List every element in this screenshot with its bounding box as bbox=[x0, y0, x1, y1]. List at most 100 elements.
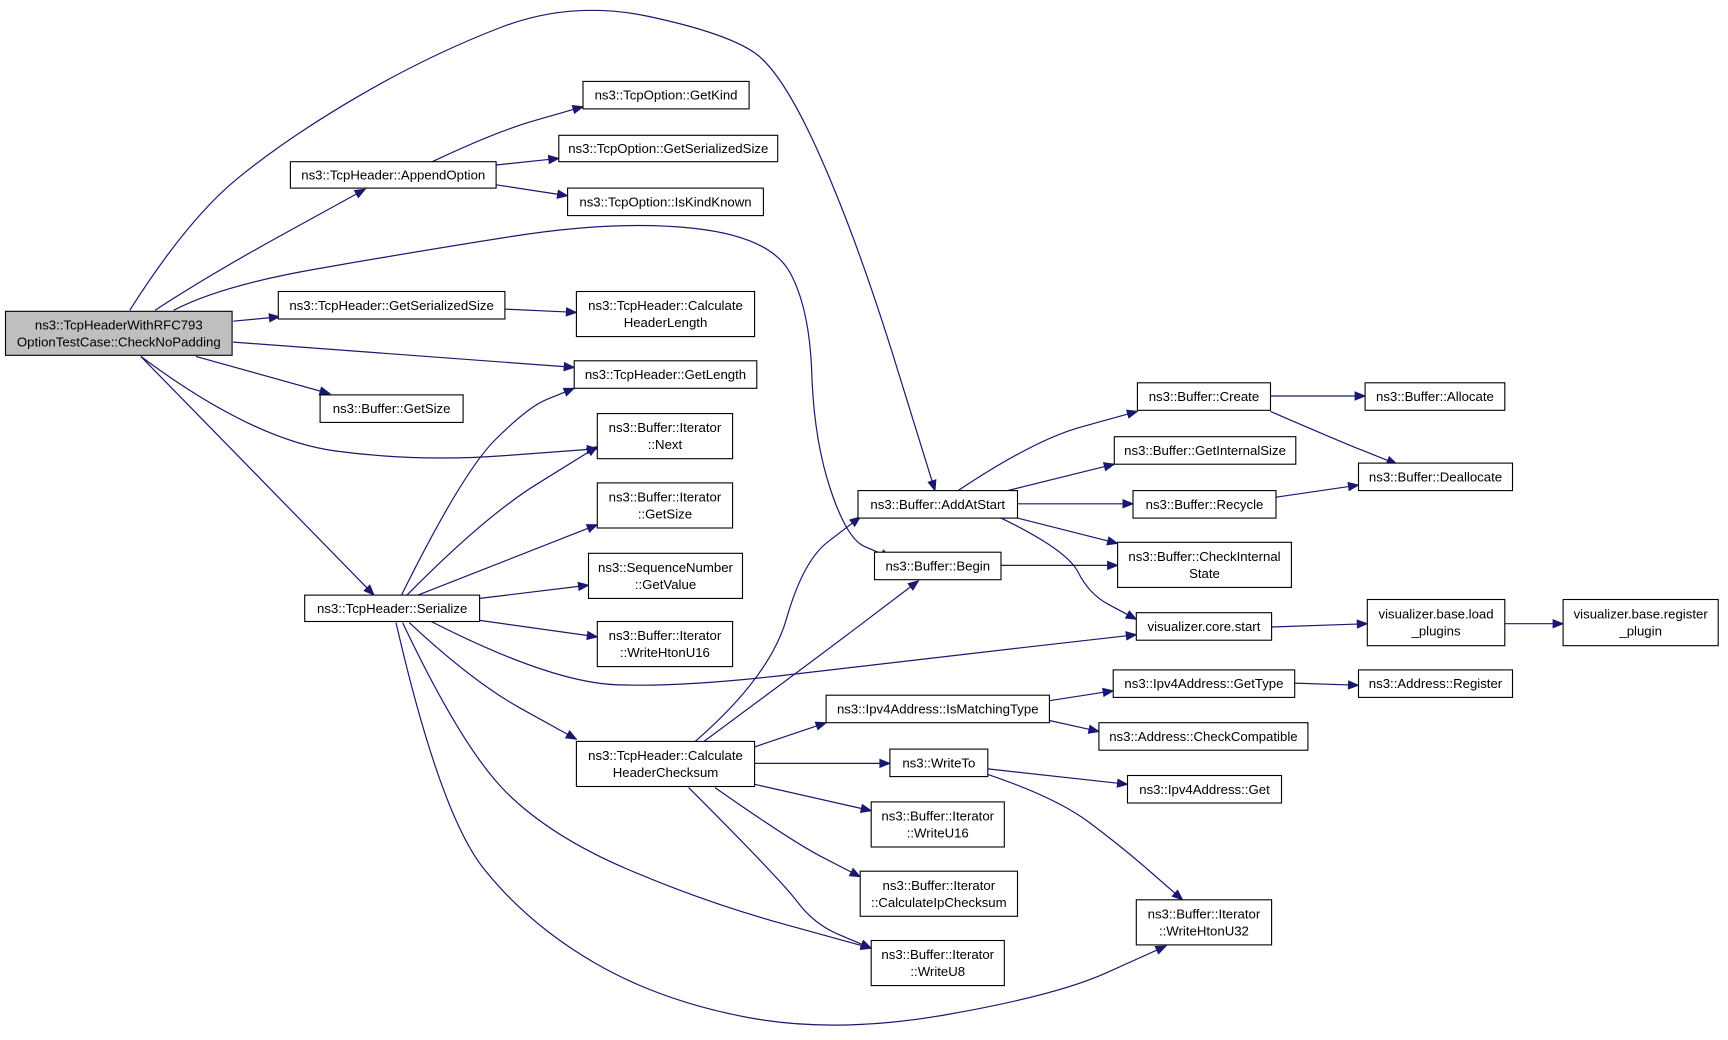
node-writeHtonU32[interactable]: ns3::Buffer::Iterator::WriteHtonU32 bbox=[1135, 899, 1273, 946]
node-isMatchingType[interactable]: ns3::Ipv4Address::IsMatchingType bbox=[825, 694, 1050, 724]
edge-calcHeaderChecksum-to-writeU16 bbox=[754, 783, 873, 814]
arrowhead-icon bbox=[1154, 945, 1168, 955]
edge-coreStart-to-loadPlugins bbox=[1271, 619, 1369, 629]
arrowhead-icon bbox=[268, 313, 281, 323]
node-coreStart[interactable]: visualizer.core.start bbox=[1135, 612, 1273, 641]
node-label: ns3::Buffer::Iterator bbox=[609, 420, 722, 435]
node-box bbox=[859, 870, 1019, 917]
node-label: ns3::Ipv4Address::IsMatchingType bbox=[837, 701, 1039, 716]
node-box bbox=[582, 80, 750, 110]
node-label: ::WriteU16 bbox=[907, 825, 969, 840]
node-box bbox=[567, 187, 764, 217]
node-writeHtonU16[interactable]: ns3::Buffer::Iterator::WriteHtonU16 bbox=[596, 620, 734, 668]
node-writeU8[interactable]: ns3::Buffer::Iterator::WriteU8 bbox=[870, 939, 1005, 987]
node-label: ns3::SequenceNumber bbox=[598, 560, 733, 575]
node-ipv4Get[interactable]: ns3::Ipv4Address::Get bbox=[1126, 774, 1283, 804]
node-begin[interactable]: ns3::Buffer::Begin bbox=[873, 551, 1002, 581]
node-addAtStart[interactable]: ns3::Buffer::AddAtStart bbox=[857, 490, 1019, 519]
edge-root-to-serialize bbox=[140, 355, 375, 597]
node-label: ns3::Buffer::Iterator bbox=[881, 947, 994, 962]
node-addrRegister[interactable]: ns3::Address::Register bbox=[1357, 669, 1514, 698]
edge-appendOption-to-isKindKnown bbox=[496, 184, 569, 199]
node-calcIpChecksum[interactable]: ns3::Buffer::Iterator::CalculateIpChecks… bbox=[859, 870, 1019, 917]
node-label: _plugins bbox=[1410, 624, 1461, 639]
edge-line bbox=[1270, 410, 1388, 462]
node-iterGetSize[interactable]: ns3::Buffer::Iterator::GetSize bbox=[596, 482, 734, 529]
arrowhead-icon bbox=[927, 479, 937, 492]
edge-line bbox=[496, 184, 558, 195]
node-loadPlugins[interactable]: visualizer.base.load_plugins bbox=[1366, 598, 1506, 647]
node-box bbox=[889, 748, 989, 778]
node-layer: ns3::TcpHeaderWithRFC793OptionTestCase::… bbox=[4, 80, 1719, 987]
arrowhead-icon bbox=[879, 758, 892, 769]
node-deallocate[interactable]: ns3::Buffer::Deallocate bbox=[1357, 462, 1514, 492]
arrowhead-icon bbox=[1347, 680, 1360, 690]
node-recycle[interactable]: ns3::Buffer::Recycle bbox=[1132, 490, 1277, 519]
node-allocate[interactable]: ns3::Buffer::Allocate bbox=[1364, 382, 1506, 411]
node-optGetSerializedSize[interactable]: ns3::TcpOption::GetSerializedSize bbox=[558, 134, 779, 163]
arrowhead-icon bbox=[1122, 499, 1135, 509]
node-box bbox=[1136, 382, 1272, 411]
arrowhead-icon bbox=[571, 105, 585, 115]
node-serialize[interactable]: ns3::TcpHeader::Serialize bbox=[304, 594, 481, 623]
edge-isMatchingType-to-ipv4GetType bbox=[1049, 687, 1115, 702]
node-hdrGetSerializedSize[interactable]: ns3::TcpHeader::GetSerializedSize bbox=[277, 290, 506, 320]
node-writeTo[interactable]: ns3::WriteTo bbox=[889, 748, 989, 778]
node-label: ns3::TcpOption::GetSerializedSize bbox=[568, 141, 768, 156]
node-getInternalSize[interactable]: ns3::Buffer::GetInternalSize bbox=[1113, 436, 1297, 465]
edge-recycle-to-deallocate bbox=[1275, 481, 1360, 498]
node-root[interactable]: ns3::TcpHeaderWithRFC793OptionTestCase::… bbox=[4, 310, 233, 356]
arrowhead-icon bbox=[1354, 391, 1367, 401]
node-registerPlugin[interactable]: visualizer.base.register_plugin bbox=[1562, 598, 1719, 647]
edge-line bbox=[504, 308, 567, 313]
node-getKind[interactable]: ns3::TcpOption::GetKind bbox=[582, 80, 750, 110]
edge-ipv4GetType-to-addrRegister bbox=[1294, 680, 1360, 690]
node-label: ns3::Buffer::Iterator bbox=[881, 808, 994, 823]
node-bufGetSize[interactable]: ns3::Buffer::GetSize bbox=[319, 394, 464, 423]
edge-line bbox=[479, 619, 588, 637]
edge-calcHeaderChecksum-to-begin bbox=[703, 579, 920, 742]
node-writeU16[interactable]: ns3::Buffer::Iterator::WriteU16 bbox=[870, 801, 1005, 848]
node-box bbox=[1126, 774, 1283, 804]
node-box bbox=[4, 310, 233, 356]
edge-serialize-to-iterNext bbox=[406, 445, 599, 596]
node-appendOption[interactable]: ns3::TcpHeader::AppendOption bbox=[289, 161, 497, 189]
node-iterNext[interactable]: ns3::Buffer::Iterator::Next bbox=[596, 413, 734, 460]
node-box bbox=[1135, 612, 1273, 641]
arrowhead-icon bbox=[1171, 889, 1184, 901]
node-checkCompatible[interactable]: ns3::Address::CheckCompatible bbox=[1098, 722, 1309, 751]
node-box bbox=[319, 394, 464, 423]
node-label: ns3::Buffer::Iterator bbox=[609, 489, 722, 504]
edge-line bbox=[694, 522, 853, 742]
node-label: ns3::TcpHeader::GetLength bbox=[585, 367, 746, 382]
node-getLength[interactable]: ns3::TcpHeader::GetLength bbox=[573, 360, 758, 389]
node-box bbox=[1562, 598, 1719, 647]
node-box bbox=[870, 801, 1005, 848]
node-box bbox=[573, 360, 758, 389]
node-label: ns3::Ipv4Address::GetType bbox=[1124, 676, 1283, 691]
node-seqGetValue[interactable]: ns3::SequenceNumber::GetValue bbox=[587, 552, 744, 599]
node-label: visualizer.base.register bbox=[1574, 607, 1709, 622]
edge-root-to-appendOption bbox=[154, 188, 367, 311]
node-ipv4GetType[interactable]: ns3::Ipv4Address::GetType bbox=[1112, 669, 1296, 698]
node-isKindKnown[interactable]: ns3::TcpOption::IsKindKnown bbox=[567, 187, 764, 217]
node-label: ns3::Buffer::AddAtStart bbox=[870, 497, 1005, 512]
node-label: OptionTestCase::CheckNoPadding bbox=[17, 334, 221, 349]
edge-writeTo-to-ipv4Get bbox=[987, 768, 1129, 788]
node-label: ns3::TcpHeader::Calculate bbox=[588, 298, 743, 313]
edge-line bbox=[754, 783, 862, 810]
node-label: ns3::Buffer::Iterator bbox=[609, 628, 722, 643]
arrowhead-icon bbox=[585, 524, 599, 533]
arrowhead-icon bbox=[1102, 462, 1116, 472]
arrowhead-icon bbox=[859, 939, 873, 949]
arrowhead-icon bbox=[1125, 631, 1138, 641]
node-label: ns3::WriteTo bbox=[902, 755, 975, 770]
node-label: ::WriteU8 bbox=[910, 964, 965, 979]
node-create[interactable]: ns3::Buffer::Create bbox=[1136, 382, 1272, 411]
arrowhead-icon bbox=[859, 803, 873, 814]
edge-addAtStart-to-coreStart bbox=[1000, 517, 1138, 620]
node-box bbox=[1364, 382, 1506, 411]
